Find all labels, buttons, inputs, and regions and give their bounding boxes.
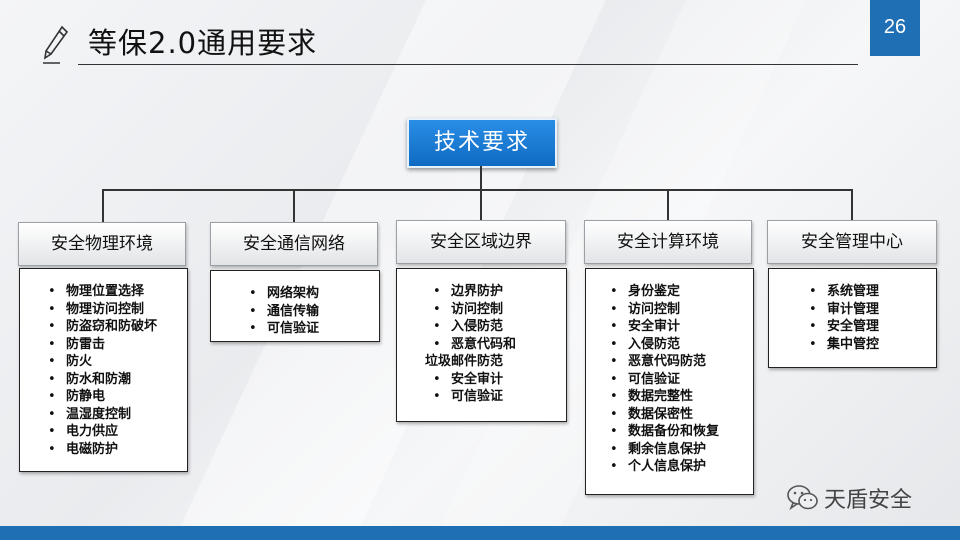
wechat-icon (787, 485, 818, 511)
category-items-computing-environment: •身份鉴定 •访问控制 •安全审计 •入侵防范 •恶意代码防范 •可信验证 •数… (585, 268, 754, 495)
list-item: •入侵防范 (433, 319, 504, 334)
category-header-communication-network: 安全通信网络 (210, 222, 378, 266)
list-item: •数据保密性 (610, 406, 694, 422)
list-item: •可信验证 (610, 371, 681, 387)
list-item: •入侵防范 (610, 336, 681, 352)
list-item: •系统管理 (809, 284, 880, 299)
list-item: •审计管理 (809, 301, 880, 317)
list-item: •物理位置选择 (48, 284, 145, 299)
list-item: •剩余信息保护 (610, 441, 707, 457)
list-item: •通信传输 (249, 303, 320, 319)
watermark: 天盾安全 (786, 482, 912, 514)
list-item: •防火 (48, 354, 93, 369)
connector-branch-4 (667, 189, 669, 220)
connector-root-down (480, 166, 482, 190)
list-item: •可信验证 (249, 321, 320, 336)
list-item: •电磁防护 (48, 441, 119, 457)
bottom-accent-bar (0, 526, 960, 540)
category-header-management-center: 安全管理中心 (767, 220, 937, 264)
title-divider (78, 64, 858, 65)
list-item: •恶意代码和 (433, 336, 517, 352)
list-item: •恶意代码防范 (610, 354, 707, 369)
category-items-communication-network: •网络架构 •通信传输 •可信验证 (210, 270, 380, 342)
list-item: •安全审计 (433, 371, 504, 387)
watermark-text: 天盾安全 (824, 488, 913, 513)
list-item-continuation: 垃圾邮件防范 (425, 354, 504, 369)
category-header-computing-environment: 安全计算环境 (584, 220, 752, 264)
list-item: •防雷击 (48, 336, 106, 352)
connector-horizontal (102, 189, 853, 191)
list-item: •电力供应 (48, 424, 119, 439)
list-item: •身份鉴定 (610, 284, 681, 299)
list-item: •访问控制 (610, 301, 681, 317)
connector-branch-3 (480, 189, 482, 220)
list-item: •网络架构 (249, 286, 320, 301)
list-item: •物理访问控制 (48, 301, 145, 317)
list-item: •数据完整性 (610, 389, 694, 404)
list-item: •防盗窃和防破坏 (48, 319, 158, 334)
list-item: •安全审计 (610, 319, 681, 334)
category-items-physical-environment: •物理位置选择 •物理访问控制 •防盗窃和防破坏 •防雷击 •防火 •防水和防潮… (19, 268, 188, 472)
category-items-management-center: •系统管理 •审计管理 •安全管理 •集中管控 (768, 268, 937, 368)
list-item: •防静电 (48, 389, 106, 404)
category-header-area-boundary: 安全区域边界 (396, 220, 566, 264)
list-item: •集中管控 (809, 336, 880, 352)
list-item: •安全管理 (809, 319, 880, 334)
page-number-badge: 26 (870, 0, 920, 56)
list-item: •可信验证 (433, 389, 504, 404)
category-items-area-boundary: •边界防护 •访问控制 •入侵防范 •恶意代码和 垃圾邮件防范 •安全审计 •可… (396, 268, 567, 422)
list-item: •访问控制 (433, 301, 504, 317)
list-item: •边界防护 (433, 284, 504, 299)
page-title: 等保2.0通用要求 (88, 26, 318, 60)
root-node-technical-requirements: 技术要求 (407, 118, 557, 168)
list-item: •个人信息保护 (610, 459, 707, 474)
list-item: •数据备份和恢复 (610, 424, 720, 439)
pencil-icon (43, 25, 69, 64)
connector-branch-1 (102, 189, 104, 222)
connector-branch-5 (851, 189, 853, 220)
list-item: •温湿度控制 (48, 406, 132, 422)
connector-branch-2 (293, 189, 295, 222)
list-item: •防水和防潮 (48, 371, 132, 387)
category-header-physical-environment: 安全物理环境 (18, 222, 186, 266)
